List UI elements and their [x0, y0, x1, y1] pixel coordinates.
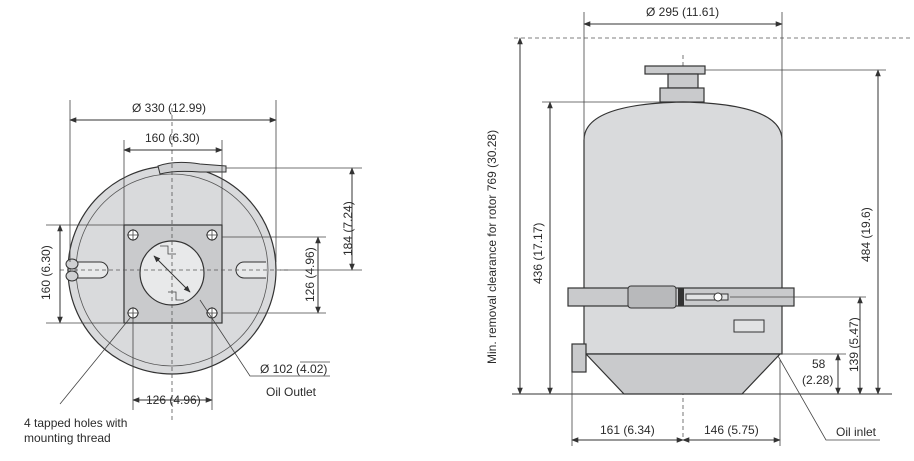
dim-160-left: 160 (6.30)	[39, 245, 53, 300]
left-slot	[78, 261, 109, 279]
outlet-leader	[199, 299, 330, 377]
dim-436: 436 (17.17)	[531, 223, 545, 284]
dim-58-inch: (2.28)	[802, 373, 833, 387]
side-view	[512, 12, 910, 446]
centrifuge-base	[584, 353, 782, 395]
dim-184: 184 (7.24)	[341, 201, 355, 256]
label-plate	[733, 319, 765, 333]
clamp-latch	[627, 285, 677, 309]
dim-58: 58	[812, 357, 826, 371]
inlet-leader	[777, 355, 880, 441]
dim-160-top: 160 (6.30)	[145, 131, 200, 145]
top-nut	[667, 73, 699, 89]
clamp-pin	[678, 288, 684, 306]
tapped-holes-leader	[59, 317, 131, 405]
dim-min-removal: Min. removal clearance for rotor 769 (30…	[485, 130, 499, 364]
dim-139: 139 (5.47)	[847, 317, 861, 372]
tapped-hole	[127, 229, 139, 241]
dim-146: 146 (5.75)	[704, 423, 759, 437]
dim-161: 161 (6.34)	[600, 423, 655, 437]
top-view	[46, 100, 362, 420]
top-handle	[157, 161, 227, 175]
tapped-hole	[206, 229, 218, 241]
base-fitting	[571, 343, 587, 373]
label-tapped-holes-2: mounting thread	[24, 431, 111, 445]
dim-295: Ø 295 (11.61)	[646, 5, 719, 19]
top-nut-plate	[644, 65, 706, 75]
dim-484: 484 (19.6)	[859, 207, 873, 262]
label-tapped-holes-1: 4 tapped holes with	[24, 416, 127, 430]
dim-126-right: 126 (4.96)	[303, 247, 317, 302]
left-lug	[65, 270, 79, 282]
left-lug	[65, 258, 79, 270]
dim-126-bottom: 126 (4.96)	[146, 393, 201, 407]
label-oil-outlet: Oil Outlet	[266, 385, 317, 399]
label-oil-inlet: Oil inlet	[836, 425, 877, 439]
centrifuge-body	[583, 101, 783, 355]
dim-outlet-diameter: Ø 102 (4.02)	[260, 362, 327, 376]
top-cap	[659, 87, 705, 103]
dim-outer-diameter: Ø 330 (12.99)	[132, 101, 206, 115]
